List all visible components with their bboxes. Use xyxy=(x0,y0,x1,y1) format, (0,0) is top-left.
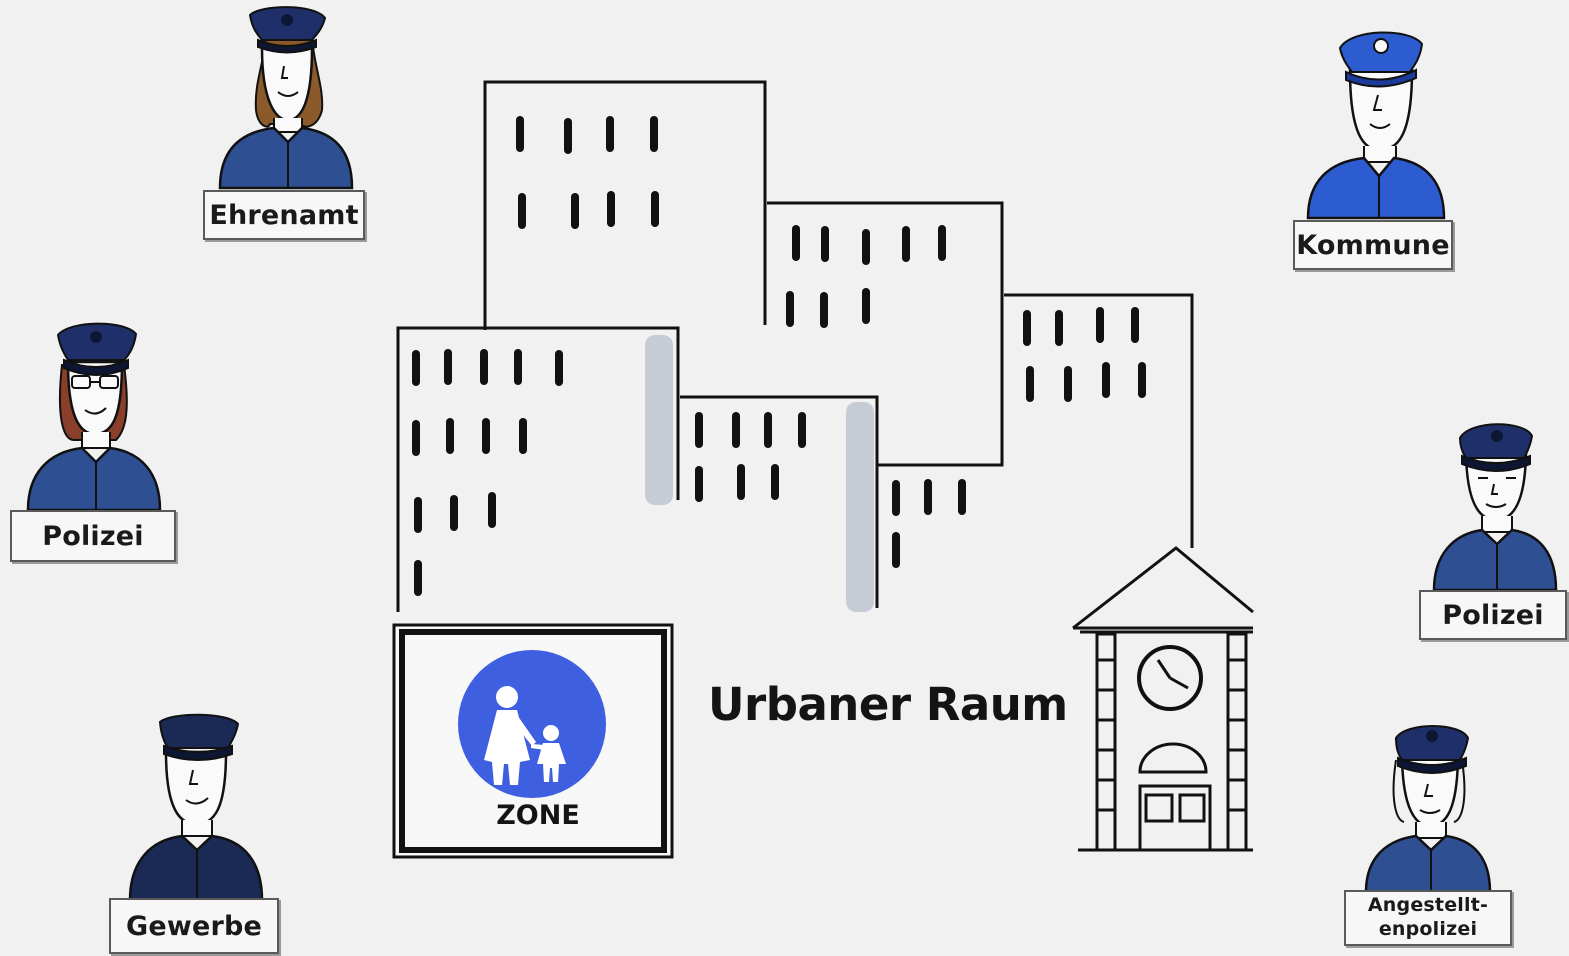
sign-zone-text: ZONE xyxy=(488,800,588,831)
actor-label-line1: Angestellt- xyxy=(1368,894,1488,918)
actor-label-line2: enpolizei xyxy=(1379,918,1477,942)
city-buildings xyxy=(398,82,1192,612)
actor-label-ehrenamt: Ehrenamt xyxy=(203,190,365,240)
building-shadow xyxy=(846,402,874,612)
person-polizei-right xyxy=(1434,424,1556,590)
pedestrian-icon xyxy=(458,650,606,798)
building-shadow xyxy=(645,335,673,505)
person-polizei-left xyxy=(28,324,160,510)
person-gewerbe xyxy=(130,715,262,900)
person-ehrenamt xyxy=(220,7,352,188)
building-windows xyxy=(412,116,1146,596)
actor-label-polizei-right: Polizei xyxy=(1419,590,1567,640)
actor-label-kommune: Kommune xyxy=(1293,220,1453,270)
person-angestelltenpolizei xyxy=(1366,726,1490,892)
diagram-title: Urbaner Raum xyxy=(708,678,1068,731)
town-hall-clock-tower xyxy=(1073,548,1253,850)
person-kommune xyxy=(1308,32,1444,218)
actor-label-angestelltenpolizei: Angestellt- enpolizei xyxy=(1344,890,1512,946)
actor-label-gewerbe: Gewerbe xyxy=(109,898,279,954)
actor-label-polizei-left: Polizei xyxy=(10,510,176,562)
